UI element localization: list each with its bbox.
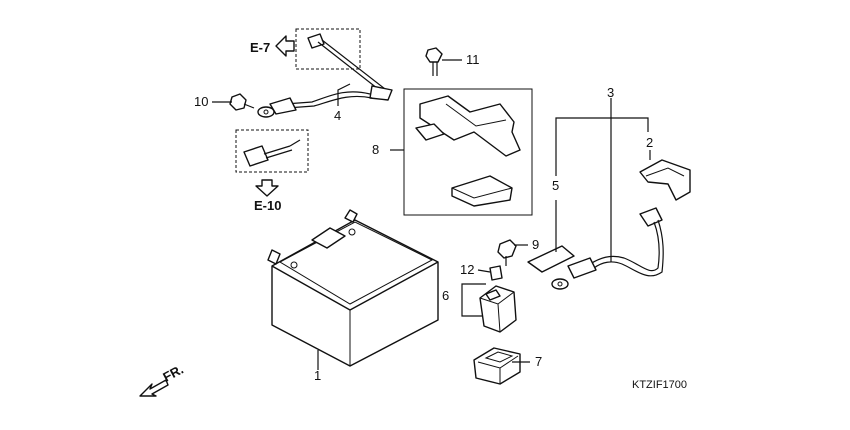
ref-e10-label: E-10 <box>254 198 281 213</box>
relay-part-6 <box>479 285 517 333</box>
callout-5: 5 <box>552 178 559 193</box>
callout-7: 7 <box>535 354 542 369</box>
cover-part-2 <box>639 159 691 201</box>
callout-numbers: 1 2 3 4 5 6 7 8 9 10 11 12 <box>194 52 653 383</box>
direction-indicator: FR. <box>139 362 186 397</box>
battery-part-1 <box>267 209 439 367</box>
bolt-part-11 <box>425 47 443 76</box>
callout-9: 9 <box>532 237 539 252</box>
ref-e7-label: E-7 <box>250 40 270 55</box>
arrow-left-icon <box>275 35 295 57</box>
terminal-reference-box <box>235 129 309 173</box>
reference-e7: E-7 <box>250 35 295 57</box>
bolt-part-10 <box>229 93 255 111</box>
callout-2: 2 <box>646 135 653 150</box>
reference-e10: E-10 <box>254 179 281 213</box>
cable-part-4 <box>257 28 393 118</box>
callout-10: 10 <box>194 94 208 109</box>
callout-1: 1 <box>314 368 321 383</box>
boot-part-7 <box>473 347 521 385</box>
callout-12: 12 <box>460 262 474 277</box>
diagram-code: KTZIF1700 <box>632 379 687 391</box>
leader-lines <box>212 59 651 370</box>
cable-part-3 <box>527 207 664 290</box>
arrow-down-icon <box>255 179 279 197</box>
callout-4: 4 <box>334 108 341 123</box>
holder-part-8 <box>403 88 533 216</box>
callout-11: 11 <box>466 52 480 67</box>
callout-3: 3 <box>607 85 614 100</box>
fuse-part-9 <box>497 239 517 266</box>
callout-8: 8 <box>372 142 379 157</box>
callout-6: 6 <box>442 288 449 303</box>
front-arrow-icon <box>139 379 169 397</box>
fuse-part-12 <box>489 265 503 281</box>
